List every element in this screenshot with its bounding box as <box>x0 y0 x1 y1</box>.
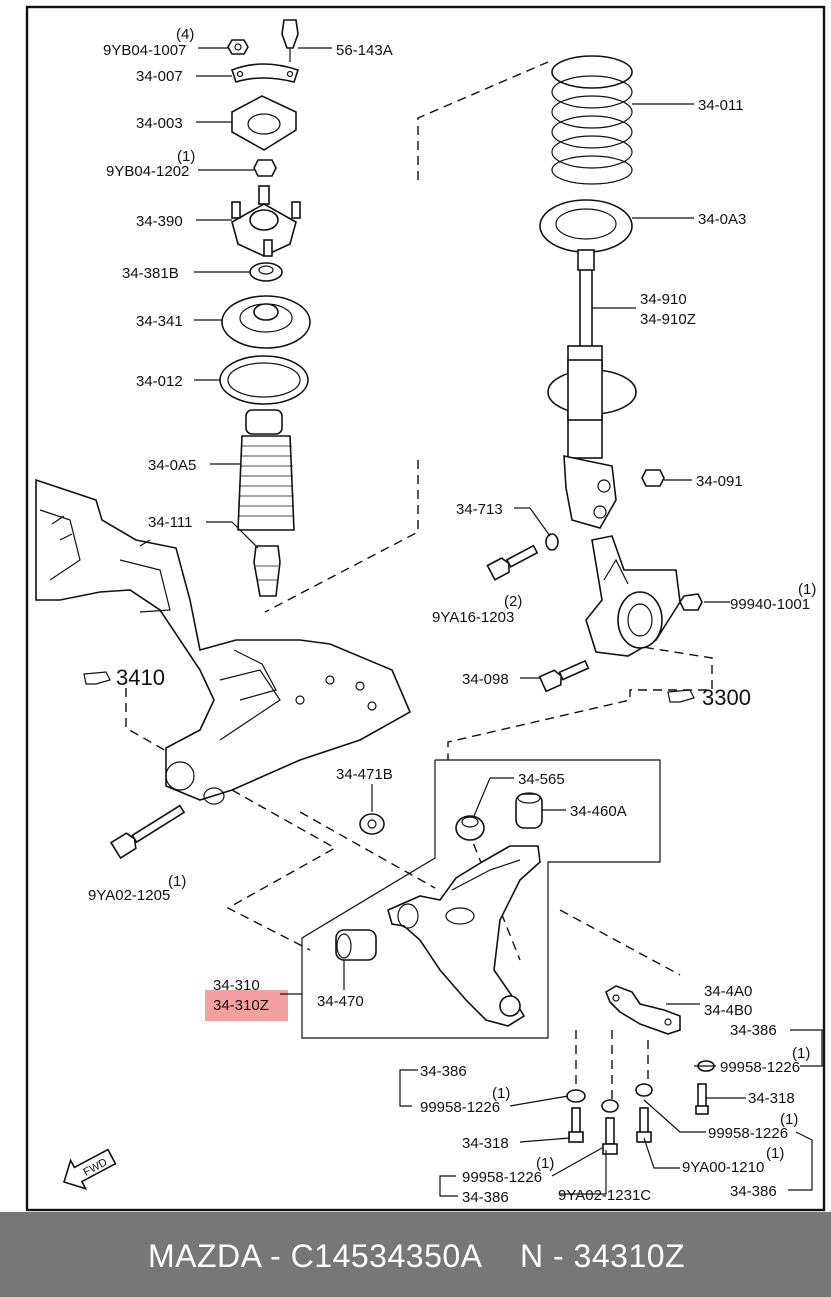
qty-label: (2) <box>504 593 522 610</box>
label-3300: 3300 <box>702 685 751 710</box>
label-34-471b: 34-471B <box>336 766 393 783</box>
label-34-091: 34-091 <box>696 473 743 490</box>
label-34-003: 34-003 <box>136 115 183 132</box>
crossmember <box>35 478 412 805</box>
label-34-910: 34-910 <box>640 291 687 308</box>
label-99958-1226: 99958-1226 <box>462 1169 542 1186</box>
label-34-0a5: 34-0A5 <box>148 457 196 474</box>
label-34-007: 34-007 <box>136 68 183 85</box>
label-34-713: 34-713 <box>456 501 503 518</box>
catalog-number: N - 34310Z <box>520 1238 686 1274</box>
label-9ya02-1205: 9YA02-1205 <box>88 887 170 904</box>
label-9ya02-1231c: 9YA02-1231C <box>558 1187 651 1204</box>
spring-and-strut <box>539 55 637 529</box>
label-34-111: 34-111 <box>148 514 192 531</box>
label-34-386: 34-386 <box>730 1022 777 1039</box>
label-9yb04-1007: 9YB04-1007 <box>103 42 186 59</box>
strut-mount-stack <box>219 19 311 597</box>
label-34-4b0: 34-4B0 <box>704 1002 752 1019</box>
highlight-box <box>205 990 288 1021</box>
label-34-012: 34-012 <box>136 373 183 390</box>
label-9ya16-1203: 9YA16-1203 <box>432 609 514 626</box>
label-34-381b: 34-381B <box>122 265 179 282</box>
exploded-parts-diagram: FWD <box>25 5 826 1212</box>
label-34-460a: 34-460A <box>570 803 627 820</box>
qty-label: (4) <box>176 26 194 43</box>
qty-label: (1) <box>798 581 816 598</box>
label-9yb04-1202: 9YB04-1202 <box>106 163 189 180</box>
label-99958-1226: 99958-1226 <box>708 1125 788 1142</box>
qty-label: (1) <box>168 873 186 890</box>
fwd-label: FWD <box>82 1156 110 1178</box>
label-34-910z: 34-910Z <box>640 311 696 328</box>
label-34-341: 34-341 <box>136 313 183 330</box>
qty-label: (1) <box>780 1111 798 1128</box>
leader-lines <box>194 47 823 1197</box>
bracket <box>605 985 681 1035</box>
label-34-098: 34-098 <box>462 671 509 688</box>
label-34-011: 34-011 <box>698 97 744 114</box>
lower-arm-group-box <box>301 759 661 1039</box>
label-56-143a: 56-143A <box>336 42 393 59</box>
label-34-386: 34-386 <box>730 1183 777 1200</box>
steering-knuckle <box>585 535 681 657</box>
qty-label: (1) <box>177 148 195 165</box>
qty-label: (1) <box>792 1045 810 1062</box>
label-34-390: 34-390 <box>136 213 183 230</box>
pointing-hand-icon <box>83 671 695 703</box>
part-labels: (4) 9YB04-1007 56-143A 34-007 34-003 (1)… <box>88 26 816 1206</box>
label-34-318: 34-318 <box>462 1135 509 1152</box>
qty-label: (1) <box>492 1085 510 1102</box>
label-99958-1226: 99958-1226 <box>720 1059 800 1076</box>
label-34-310: 34-310 <box>213 977 260 994</box>
label-34-386: 34-386 <box>420 1063 467 1080</box>
assembly-dashed-lines <box>125 61 713 1100</box>
label-99940-1001: 99940-1001 <box>730 596 810 613</box>
label-34-565: 34-565 <box>518 771 565 788</box>
label-99958-1226: 99958-1226 <box>420 1099 500 1116</box>
label-34-4a0: 34-4A0 <box>704 983 752 1000</box>
label-9ya00-1210: 9YA00-1210 <box>682 1159 764 1176</box>
label-34-318: 34-318 <box>748 1090 795 1107</box>
label-34-0a3: 34-0A3 <box>698 211 746 228</box>
label-3410: 3410 <box>116 665 165 690</box>
label-34-310z: 34-310Z <box>213 997 269 1014</box>
label-34-386: 34-386 <box>462 1189 509 1206</box>
forward-arrow-icon: FWD <box>63 1148 117 1190</box>
label-34-470: 34-470 <box>317 993 364 1010</box>
brand-part-number: MAZDA - C14534350A <box>148 1238 483 1274</box>
qty-label: (1) <box>766 1145 784 1162</box>
part-number-footer: MAZDA - C14534350A N - 34310Z <box>0 1212 831 1297</box>
lower-arm <box>387 845 541 1027</box>
qty-label: (1) <box>536 1155 554 1172</box>
